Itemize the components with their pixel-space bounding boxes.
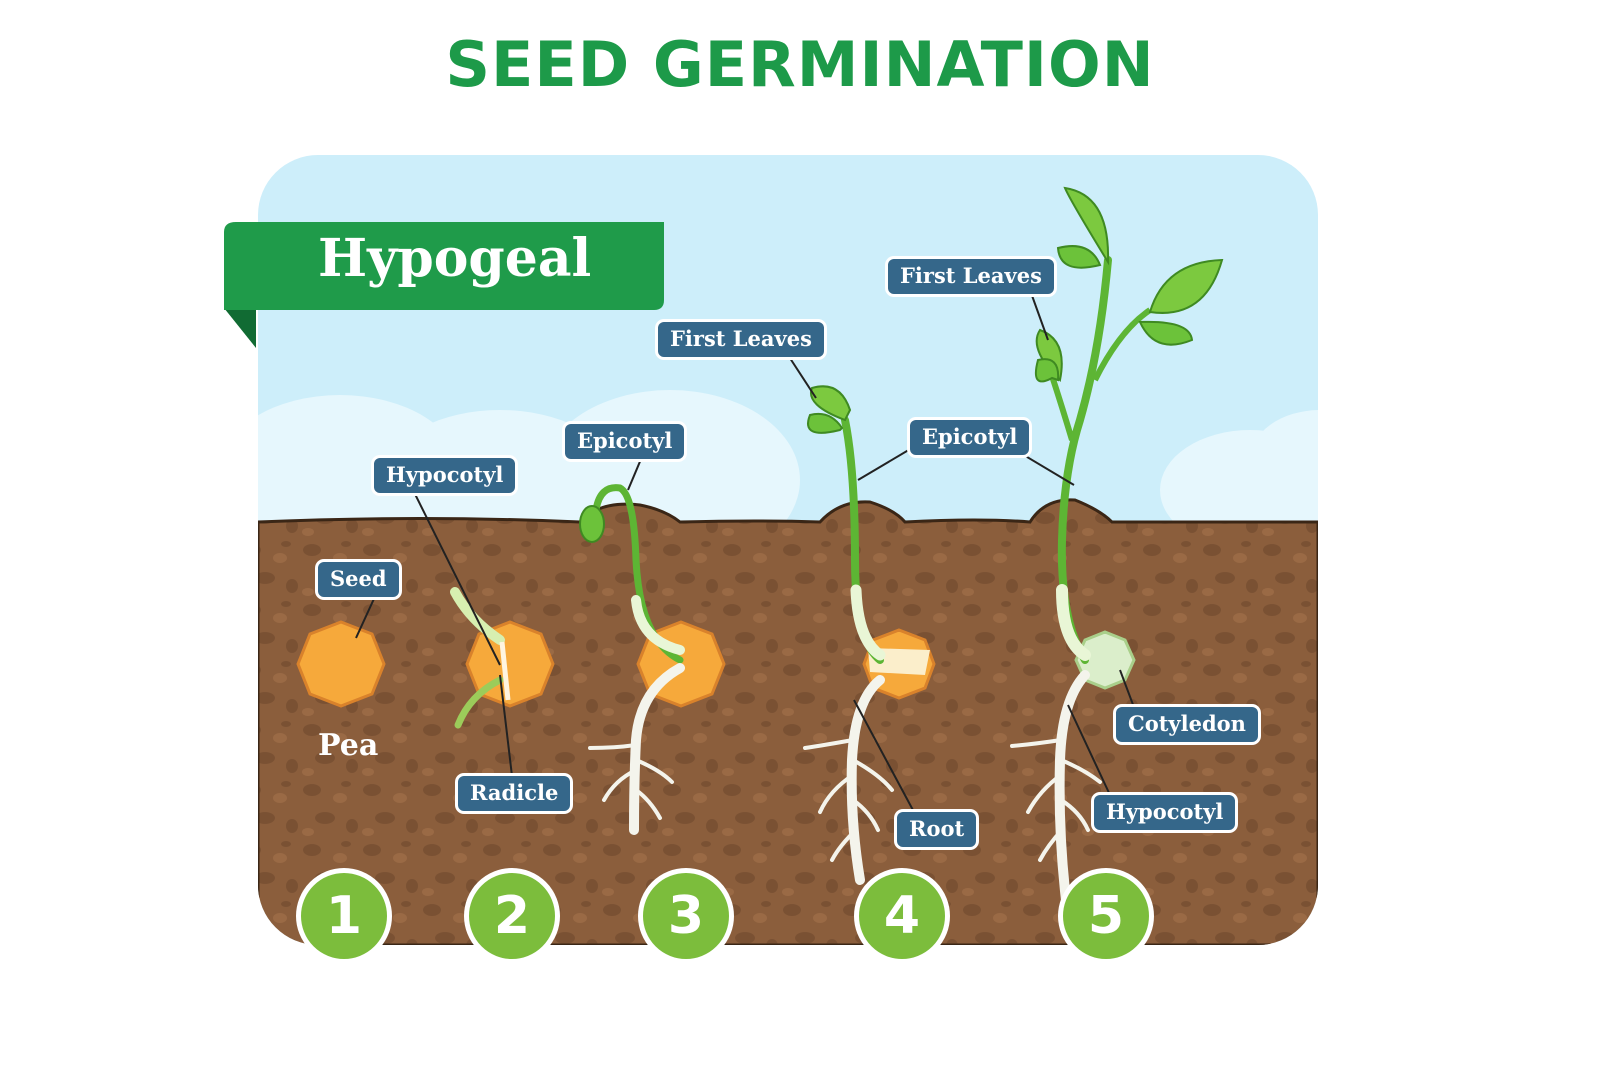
- page-title: SEED GERMINATION: [445, 28, 1155, 101]
- label-first-leaves-stage-4: First Leaves: [658, 322, 824, 357]
- stage-badge-3: 3: [638, 868, 734, 964]
- sky-panel: [258, 155, 1318, 945]
- stage-4-seedling: [803, 385, 936, 885]
- label-root: Root: [897, 812, 977, 847]
- stage-badge-5: 5: [1058, 868, 1154, 964]
- stage-5-plant: [1010, 186, 1224, 905]
- label-first-leaves-stage-5: First Leaves: [888, 259, 1054, 294]
- banner-title: Hypogeal: [318, 228, 592, 289]
- pea-caption: Pea: [318, 728, 379, 763]
- clouds: [258, 390, 1318, 570]
- label-cotyledon: Cotyledon: [1116, 707, 1258, 742]
- label-hypocotyl-stage-5: Hypocotyl: [1094, 795, 1236, 830]
- label-epicotyl-stage-3: Epicotyl: [565, 424, 685, 459]
- label-radicle: Radicle: [458, 776, 571, 811]
- stage-3-sprout: [579, 484, 726, 835]
- leader-lines: [355, 289, 1136, 813]
- label-epicotyl-stage-4-5: Epicotyl: [910, 420, 1030, 455]
- label-hypocotyl-stage-2: Hypocotyl: [374, 458, 516, 493]
- stage-badge-4: 4: [854, 868, 950, 964]
- stage-badge-2: 2: [464, 868, 560, 964]
- stage-1-seed: [296, 620, 386, 708]
- stage-badge-1: 1: [296, 868, 392, 964]
- soil: [258, 498, 1318, 945]
- hypogeal-banner: [224, 222, 664, 348]
- label-seed: Seed: [318, 562, 399, 597]
